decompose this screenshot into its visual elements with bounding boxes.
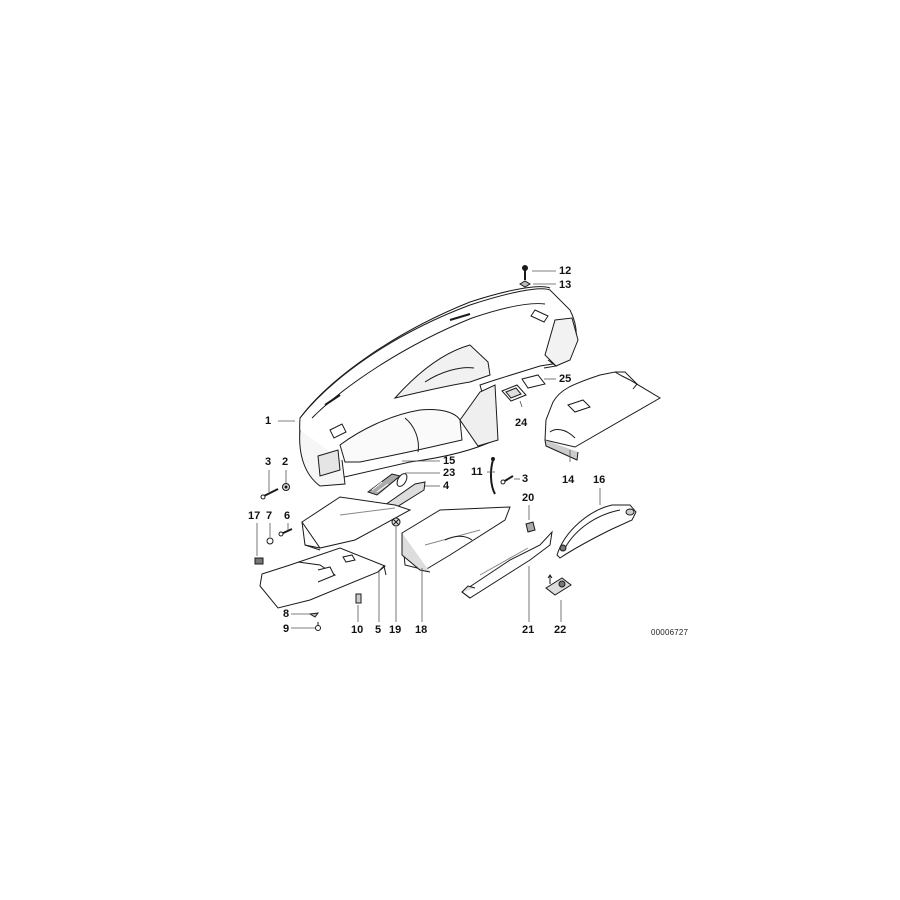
callout-5: 5 xyxy=(375,624,382,636)
callout-19: 19 xyxy=(389,624,402,636)
part-21-lid-trim xyxy=(461,530,553,599)
part-12-screw xyxy=(522,265,528,280)
part-23-seal xyxy=(396,473,408,487)
part-1-dashboard xyxy=(299,286,579,487)
part-13-clip xyxy=(519,280,531,288)
part-16-grab-handle xyxy=(556,504,637,559)
callout-20: 20 xyxy=(522,492,535,504)
callout-24: 24 xyxy=(515,417,528,429)
part-11-strap xyxy=(489,457,496,495)
part-14-trim-panel xyxy=(544,371,661,461)
part-18-glovebox xyxy=(401,506,511,573)
callout-1: 1 xyxy=(265,415,272,427)
part-15-vent xyxy=(366,473,402,496)
part-24-cover xyxy=(501,384,527,402)
part-3-screw-left xyxy=(260,488,279,500)
callout-3-right: 3 xyxy=(522,473,529,485)
callout-16: 16 xyxy=(593,474,606,486)
callout-22: 22 xyxy=(554,624,567,636)
callout-7: 7 xyxy=(266,510,273,522)
part-3-screw-right xyxy=(500,475,514,485)
part-17-clip xyxy=(254,557,264,565)
callout-17: 17 xyxy=(248,510,261,522)
callout-21: 21 xyxy=(522,624,535,636)
part-19-grommet xyxy=(391,517,401,527)
callout-2: 2 xyxy=(282,456,289,468)
part-5-lower-panel xyxy=(301,496,412,551)
part-5-cover-panel xyxy=(259,547,387,609)
part-20-clip xyxy=(525,521,536,533)
callout-4: 4 xyxy=(443,480,450,492)
callout-11: 11 xyxy=(471,466,483,478)
part-10-clip xyxy=(355,593,362,604)
callout-15: 15 xyxy=(443,455,456,467)
leader-lines xyxy=(256,270,601,629)
part-6-screw xyxy=(278,528,293,537)
callout-25: 25 xyxy=(559,373,572,385)
callout-12: 12 xyxy=(559,265,572,277)
diagram-reference-number: 00006727 xyxy=(651,628,689,637)
callout-18: 18 xyxy=(415,624,428,636)
callout-10: 10 xyxy=(351,624,364,636)
callout-14: 14 xyxy=(562,474,575,486)
callout-3-left: 3 xyxy=(265,456,272,468)
part-7-plug xyxy=(266,537,274,545)
part-9-screw xyxy=(315,622,321,631)
callout-13: 13 xyxy=(559,279,572,291)
part-8-clip xyxy=(308,612,320,618)
callout-9: 9 xyxy=(283,623,290,635)
callout-23: 23 xyxy=(443,467,456,479)
part-22-bracket xyxy=(545,574,572,596)
part-25-cover xyxy=(521,374,546,389)
callout-8: 8 xyxy=(283,608,290,620)
part-2-washer xyxy=(282,483,290,491)
callout-6: 6 xyxy=(284,510,291,522)
